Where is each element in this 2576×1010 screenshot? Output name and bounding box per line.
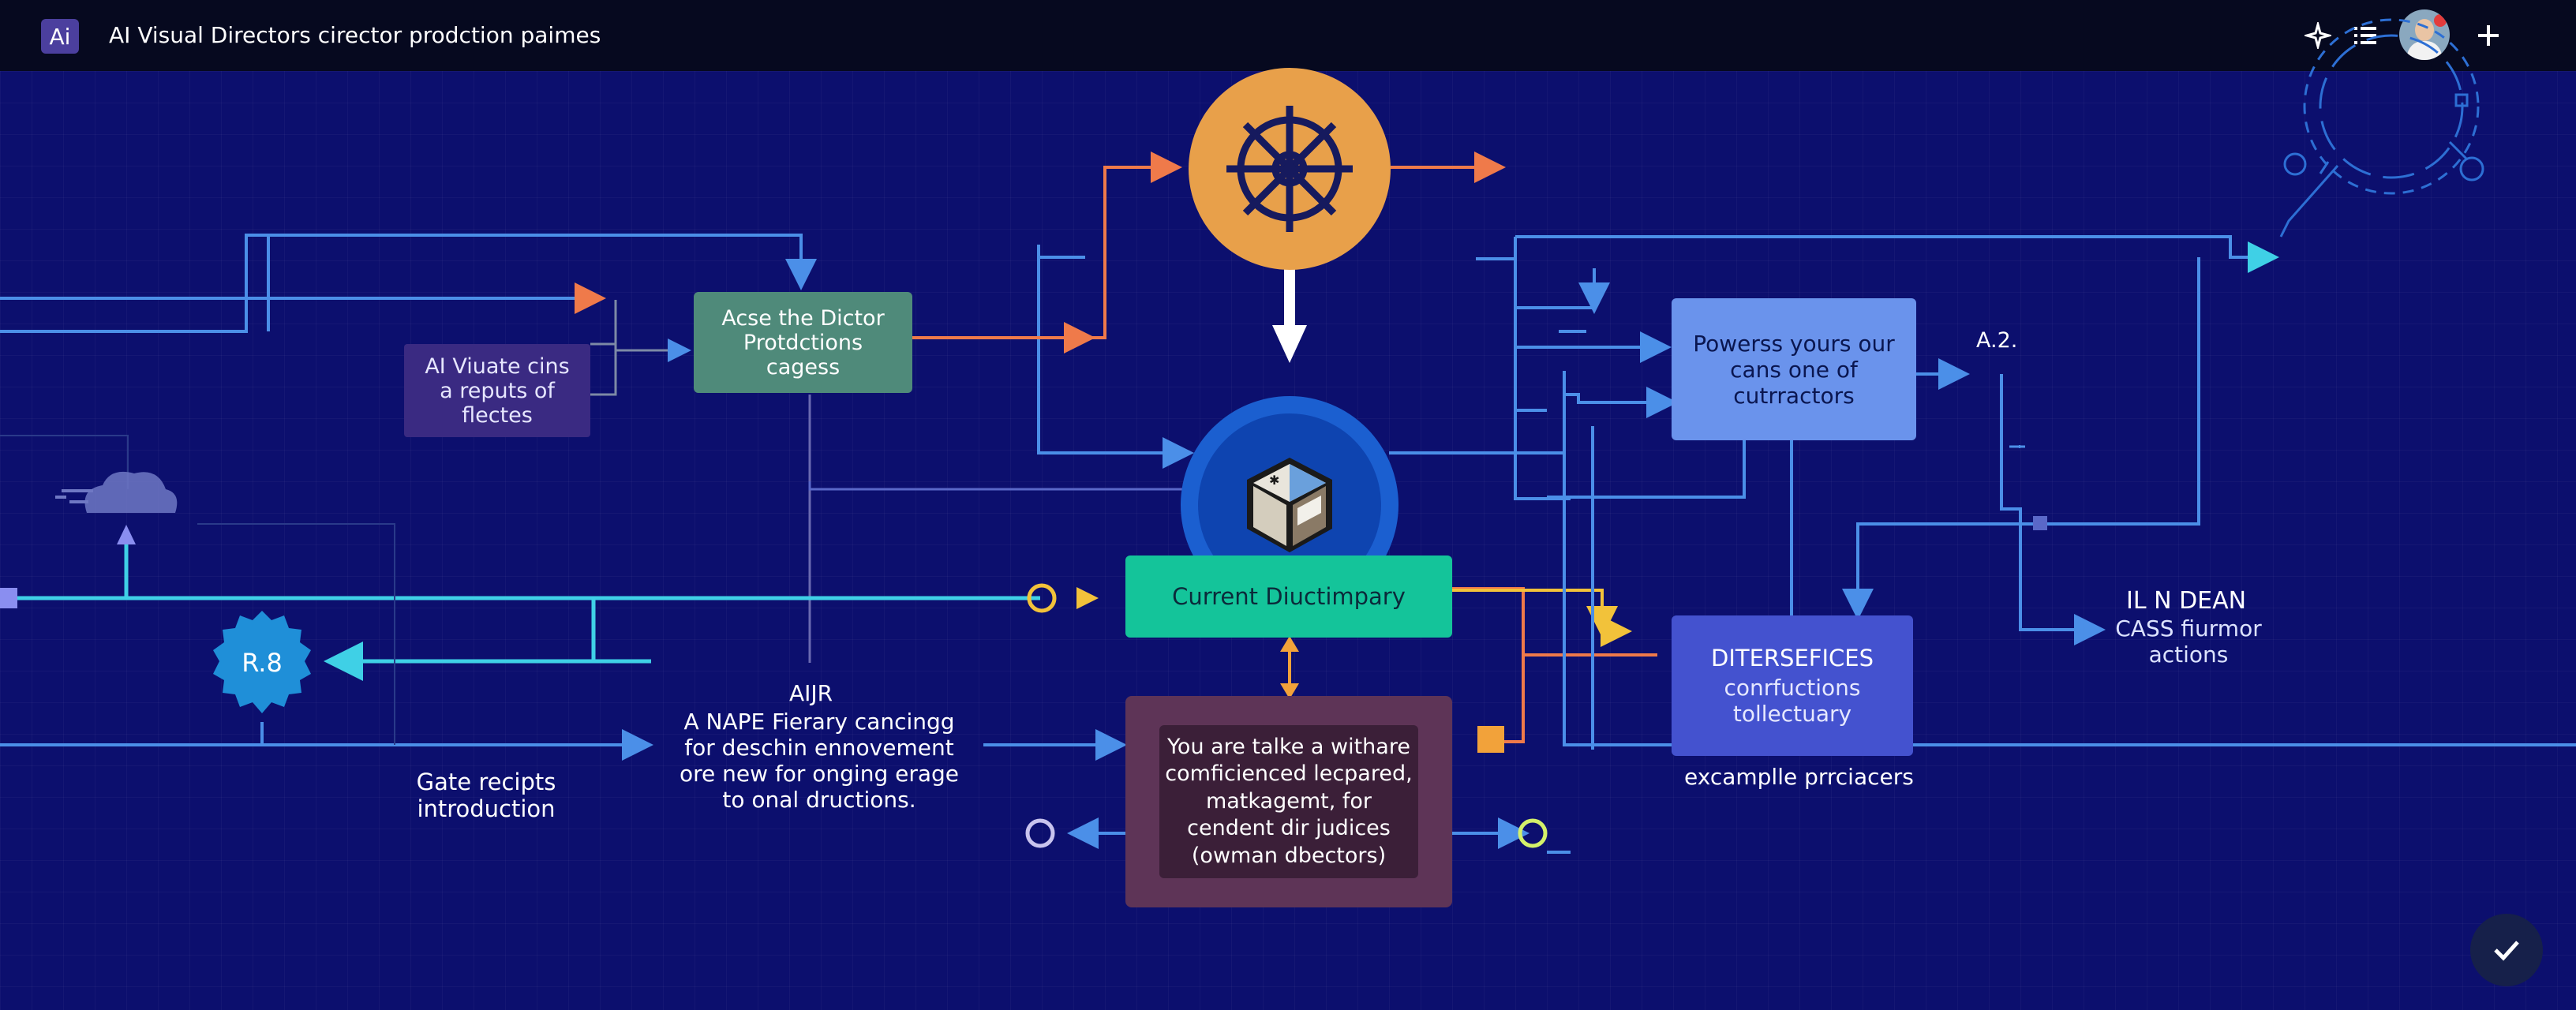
aiir-title: AIJR <box>789 680 833 706</box>
diter-node-title: DITERSEFICES <box>1710 645 1874 671</box>
director-node-label: Acse the Dictor Protdctions cagess <box>721 305 885 380</box>
gate-label: Gate recipts introduction <box>416 769 556 822</box>
cube-icon: ✱ <box>1247 458 1332 552</box>
aiir-body: A NAPE Fierary cancingg for deschin enno… <box>679 709 960 813</box>
input-node[interactable]: AI Viuate cins a reputs of flectes <box>404 344 590 437</box>
cass-label: CASS fiurmor actions <box>2115 615 2262 668</box>
current-node-label: Current Diuctimpary <box>1172 583 1406 610</box>
svg-text:✱: ✱ <box>1269 473 1279 488</box>
feedback-node-label: You are talke a withare comficienced lec… <box>1165 734 1413 868</box>
a2-label: A.2. <box>1976 328 2018 353</box>
app-title: AI Visual Directors cirector prodction p… <box>109 22 601 48</box>
current-node[interactable]: Current Diuctimpary <box>1125 556 1452 638</box>
r8-badge[interactable]: R.8 <box>210 611 314 715</box>
ship-wheel-node[interactable] <box>1189 68 1391 270</box>
input-node-label: AI Viuate cins a reputs of flectes <box>425 354 570 428</box>
cloud-icon <box>55 471 178 513</box>
notification-dot <box>2434 14 2447 27</box>
plus-icon[interactable] <box>2470 17 2507 54</box>
checkmark-icon <box>2494 941 2519 961</box>
director-node[interactable]: Acse the Dictor Protdctions cagess <box>694 292 912 393</box>
top-bar: Ai AI Visual Directors cirector prodctio… <box>0 0 2576 71</box>
feedback-node[interactable]: You are talke a withare comficienced lec… <box>1125 696 1452 907</box>
r8-badge-label: R.8 <box>242 648 283 678</box>
examples-label: excamplle prrciacers <box>1684 764 1914 790</box>
sparkle-icon[interactable] <box>2300 17 2336 54</box>
confirm-button[interactable] <box>2470 914 2543 986</box>
powers-node[interactable]: Powerss yours our cans one of cutrractor… <box>1672 298 1916 440</box>
app-logo[interactable]: Ai <box>41 19 79 54</box>
powers-node-label: Powerss yours our cans one of cutrractor… <box>1693 330 1895 409</box>
list-icon[interactable] <box>2347 17 2383 54</box>
diter-node-subtitle: conrfuctions tollectuary <box>1724 675 1861 727</box>
ship-wheel-icon <box>1226 106 1353 232</box>
badge-icon <box>213 611 311 713</box>
il-dean-label: IL N DEAN <box>2126 587 2247 615</box>
diter-node[interactable]: DITERSEFICES conrfuctions tollectuary <box>1672 615 1913 756</box>
